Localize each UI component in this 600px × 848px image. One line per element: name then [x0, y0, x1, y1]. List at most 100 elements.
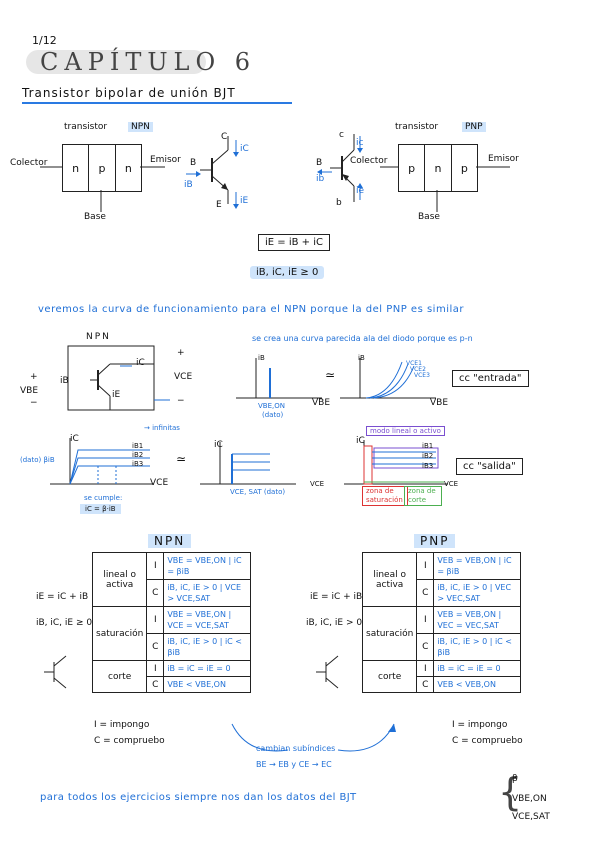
input-g2-y: iB — [358, 354, 365, 362]
pnp-cell: p — [460, 161, 468, 175]
npn-b-label: B — [190, 158, 197, 168]
output-g3-label: iB1 — [422, 442, 434, 450]
output-g1-label: iB1 — [132, 442, 144, 450]
pnp-mode: lineal o activa — [361, 552, 418, 607]
page-counter: 1/12 — [32, 34, 57, 47]
npn-mode: corte — [91, 660, 148, 693]
npn-row-c-cond: VBE < VBE,ON — [163, 676, 252, 693]
pnp-side-positive: iB, iC, iE > 0 — [306, 618, 363, 628]
region-saturation: zona de saturación — [362, 486, 408, 506]
pnp-row-c: C — [416, 676, 435, 693]
curves-intro: veremos la curva de funcionamiento para … — [38, 304, 465, 315]
output-g1-label: iB3 — [132, 460, 144, 468]
npn-base-label: Base — [84, 212, 106, 222]
input-graph-2 — [340, 358, 436, 399]
rule: iC = β·iB — [80, 504, 121, 514]
circuit-minus: − — [177, 396, 185, 406]
pnp-row-i-cond: VEB = VEB,ON | iC = βiB — [433, 552, 522, 580]
npn-table-title: NPN — [148, 534, 192, 548]
npn-side-positive: iB, iC, iE ≥ 0 — [36, 618, 93, 628]
npn-wires — [40, 166, 165, 212]
npn-row-i: I — [146, 606, 165, 634]
footer-text: para todos los ejercicios siempre nos da… — [40, 792, 357, 803]
pnp-small-symbol — [316, 655, 339, 689]
pnp-wires — [380, 166, 510, 212]
npn-cell: n — [124, 161, 132, 175]
input-g1-mark: VBE,ON — [258, 402, 285, 410]
pnp-row-i: I — [416, 606, 435, 634]
npn-side-eq: iE = iC + iB — [36, 592, 89, 602]
change-arrow — [231, 723, 396, 752]
circuit-minus-left: − — [30, 398, 38, 408]
npn-row-c: C — [146, 579, 165, 607]
npn-row-c: C — [146, 676, 165, 693]
pnp-row-c-cond: iB, iC, iE > 0 | iC < βiB — [433, 633, 522, 661]
region-cut: zona de corte — [404, 486, 442, 506]
pnp-legend: I = impongo — [452, 720, 508, 730]
npn-tag: NPN — [128, 122, 153, 132]
pnp-legend: C = compruebo — [452, 736, 523, 746]
circuit-title: NPN — [86, 332, 111, 342]
input-g1-y: iB — [258, 354, 265, 362]
title-highlight — [26, 50, 206, 74]
npn-row-i: I — [146, 660, 165, 677]
pnp-mode: corte — [361, 660, 418, 693]
ie-sum-equation: iE = iB + iC — [258, 234, 330, 251]
input-g1-mark2: (dato) — [262, 411, 284, 419]
pnp-mode: saturación — [361, 606, 418, 661]
chapter-title: CAPÍTULO 6 — [40, 48, 257, 76]
output-g3-label: iB2 — [422, 452, 434, 460]
pnp-collector-label: Colector — [350, 156, 388, 166]
pnp-row-i: I — [416, 660, 435, 677]
pnp-cell: n — [425, 145, 452, 191]
pnp-c-label: c — [339, 130, 344, 140]
npn-ic-label: iC — [240, 144, 249, 154]
pnp-ie-label: ie — [356, 186, 365, 196]
pnp-row-c-cond: iB, iC, iE > 0 | VEC > VEC,SAT — [433, 579, 522, 607]
output-g1-x: VCE — [150, 478, 169, 488]
output-g2-x: VCE — [310, 480, 325, 488]
output-g3-x: VCE — [444, 480, 459, 488]
circuit-ie: iE — [112, 390, 121, 400]
pnp-b-label: B — [316, 158, 323, 168]
circuit-plus: + — [177, 348, 185, 358]
output-approx: ≃ — [176, 452, 187, 466]
pnp-label: transistor — [395, 122, 439, 132]
npn-small-symbol — [44, 655, 67, 689]
footer-item: VBE,ON — [512, 794, 547, 804]
pnp-emitter-label: Emisor — [488, 154, 519, 164]
pnp-side-eq: iE = iC + iB — [310, 592, 363, 602]
npn-row-i-cond: iB = iC = iE = 0 — [163, 660, 252, 677]
npn-row-c: C — [146, 633, 165, 661]
rule-title: se cumple: — [84, 494, 123, 502]
circuit-ib: iB — [60, 376, 69, 386]
circuit-vce: VCE — [174, 372, 193, 382]
pnp-ib-label: ib — [316, 174, 325, 184]
input-graph-1 — [236, 358, 322, 399]
region-active: modo lineal o activo — [366, 426, 445, 436]
npn-cell: p — [89, 145, 116, 191]
npn-row-i-cond: VBE = VBE,ON | iC = βiB — [163, 552, 252, 580]
pnp-row-i: I — [416, 552, 435, 580]
output-graph-2 — [200, 442, 296, 485]
npn-mode: lineal o activa — [91, 552, 148, 607]
pnp-row-c: C — [416, 633, 435, 661]
output-g2-y: iC — [214, 440, 223, 450]
npn-row-c-cond: iB, iC, iE > 0 | VCE > VCE,SAT — [163, 579, 252, 607]
npn-row-c-cond: iB, iC, iE > 0 | iC < βiB — [163, 633, 252, 661]
pnp-base-label: Base — [418, 212, 440, 222]
npn-label: transistor — [64, 122, 108, 132]
changes-detail: BE → EB y CE → EC — [256, 760, 332, 769]
circuit-vbe: VBE — [20, 386, 39, 396]
footer-item: VCE,SAT — [512, 812, 550, 822]
npn-legend: I = impongo — [94, 720, 150, 730]
pnp-row-c: C — [416, 579, 435, 607]
npn-legend: C = compruebo — [94, 736, 165, 746]
npn-row-i: I — [146, 552, 165, 580]
pnp-table-title: PNP — [414, 534, 456, 548]
output-annotation: → infinitas — [144, 424, 180, 432]
npn-c-label: C — [221, 132, 228, 142]
npn-ie-label: iE — [240, 196, 249, 206]
